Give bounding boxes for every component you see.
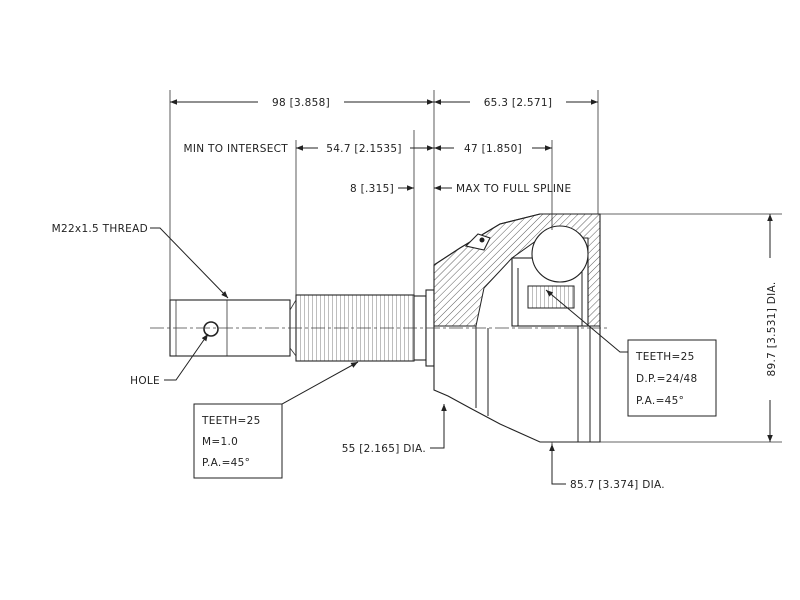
inner-spline-pressure-angle: P.A.=45°	[636, 395, 684, 407]
outer-spline-teeth: TEETH=25	[201, 415, 261, 427]
hole-marker	[203, 321, 219, 337]
dimension-lines	[170, 99, 773, 442]
thread-callout: M22x1.5 THREAD	[52, 223, 148, 235]
dim-housing-dia: 89.7 [3.531] DIA.	[766, 282, 778, 377]
dim-seal-dia: 55 [2.165] DIA.	[342, 443, 426, 455]
spline-spec-box-outer: TEETH=25 M=1.0 P.A.=45°	[193, 403, 283, 479]
ball	[531, 225, 589, 283]
dim-max-to-full-spline: MAX TO FULL SPLINE	[456, 183, 571, 195]
dim-min-to-intersect-label: MIN TO INTERSECT	[183, 143, 288, 155]
dim-intersect-value: 54.7 [2.1535]	[326, 143, 402, 155]
inner-spline-diametral-pitch: D.P.=24/48	[636, 373, 698, 385]
extension-lines	[169, 90, 782, 484]
outer-spline-module: M=1.0	[202, 436, 238, 448]
dim-small-offset: 8 [.315]	[350, 183, 394, 195]
inner-spline-teeth: TEETH=25	[635, 351, 695, 363]
hole-callout: HOLE	[130, 375, 160, 387]
dim-overall-left: 98 [3.858]	[272, 97, 330, 109]
outer-spline-pressure-angle: P.A.=45°	[202, 457, 250, 469]
dim-max-value: 47 [1.850]	[464, 143, 522, 155]
spline-spec-box-inner: TEETH=25 D.P.=24/48 P.A.=45°	[627, 339, 717, 417]
dim-overall-right: 65.3 [2.571]	[484, 97, 553, 109]
dim-bell-dia: 85.7 [3.374] DIA.	[570, 479, 665, 491]
